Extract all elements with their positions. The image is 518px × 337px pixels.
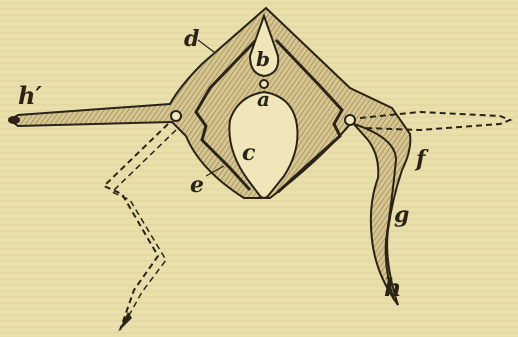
label-h-prime: h′ [18, 81, 42, 110]
spine-tip-h-prime [8, 116, 20, 124]
label-c: c [242, 140, 256, 166]
label-e: e [190, 172, 204, 198]
right-joint [345, 115, 355, 125]
label-d: d [184, 26, 199, 52]
left-joint [171, 111, 181, 121]
label-a: a [257, 87, 270, 111]
label-g: g [394, 202, 409, 228]
label-h: h [384, 273, 401, 302]
label-b: b [256, 47, 270, 71]
